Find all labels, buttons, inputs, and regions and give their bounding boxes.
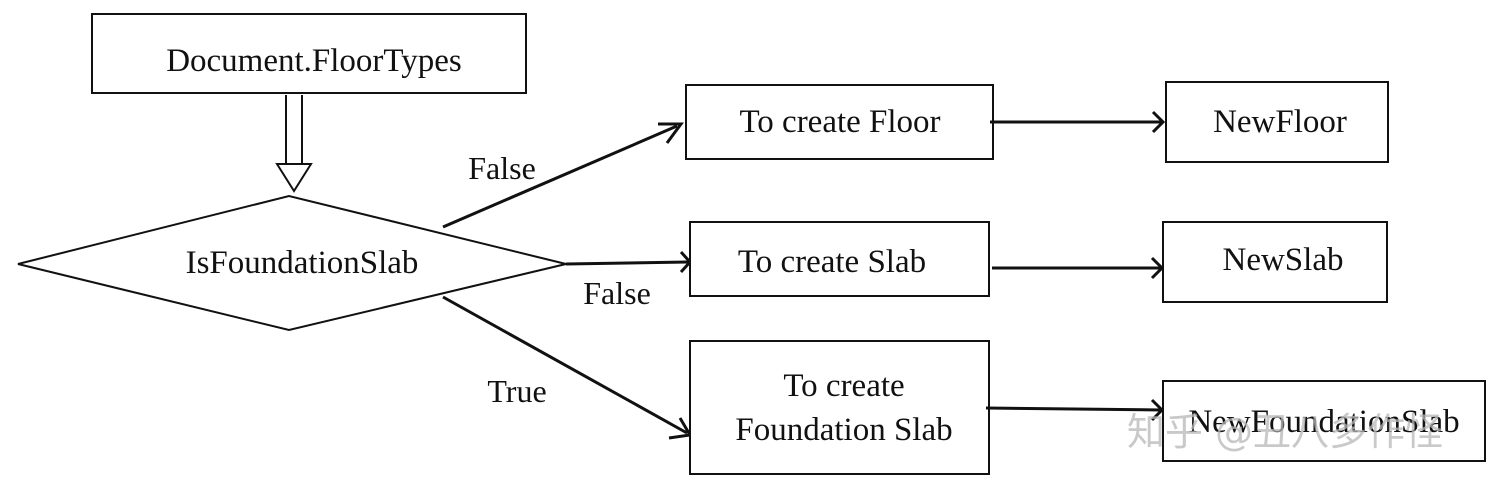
new-floor-node-label: NewFloor bbox=[1213, 104, 1347, 140]
new-slab-node: NewSlab bbox=[1162, 221, 1388, 303]
edge-true-foundation-label: True bbox=[487, 373, 546, 409]
create-floor-node: To create Floor bbox=[685, 84, 994, 160]
source-to-decision-arrow bbox=[275, 95, 313, 193]
create-slab-node: To create Slab bbox=[689, 221, 990, 297]
create-slab-node-label: To create Slab bbox=[738, 244, 926, 280]
decision-node-label: IsFoundationSlab bbox=[186, 245, 419, 281]
source-node: Document.FloorTypes bbox=[91, 13, 527, 94]
edge-false-slab: False bbox=[565, 250, 693, 311]
edge-slab-output bbox=[992, 256, 1165, 280]
watermark-text: 知乎 @丑八多作怪 bbox=[1127, 410, 1443, 454]
edge-floor-output bbox=[990, 110, 1166, 134]
create-foundation-node: To create Foundation Slab bbox=[689, 340, 990, 475]
create-foundation-node-label-line2: Foundation Slab bbox=[735, 412, 952, 448]
new-floor-node: NewFloor bbox=[1165, 81, 1389, 163]
edge-true-foundation: True bbox=[442, 295, 693, 440]
new-slab-node-label: NewSlab bbox=[1223, 242, 1344, 278]
edge-false-floor-label: False bbox=[468, 150, 536, 186]
source-node-label: Document.FloorTypes bbox=[166, 43, 462, 79]
create-foundation-node-label-line1: To create bbox=[783, 368, 904, 404]
decision-node: IsFoundationSlab bbox=[17, 194, 567, 332]
new-foundation-node: NewFoundationSlab bbox=[1162, 380, 1486, 462]
edge-false-slab-label: False bbox=[583, 275, 651, 311]
create-floor-node-label: To create Floor bbox=[739, 104, 940, 140]
new-foundation-node-label: NewFoundationSlab bbox=[1188, 404, 1459, 440]
edge-false-floor: False bbox=[442, 122, 684, 229]
